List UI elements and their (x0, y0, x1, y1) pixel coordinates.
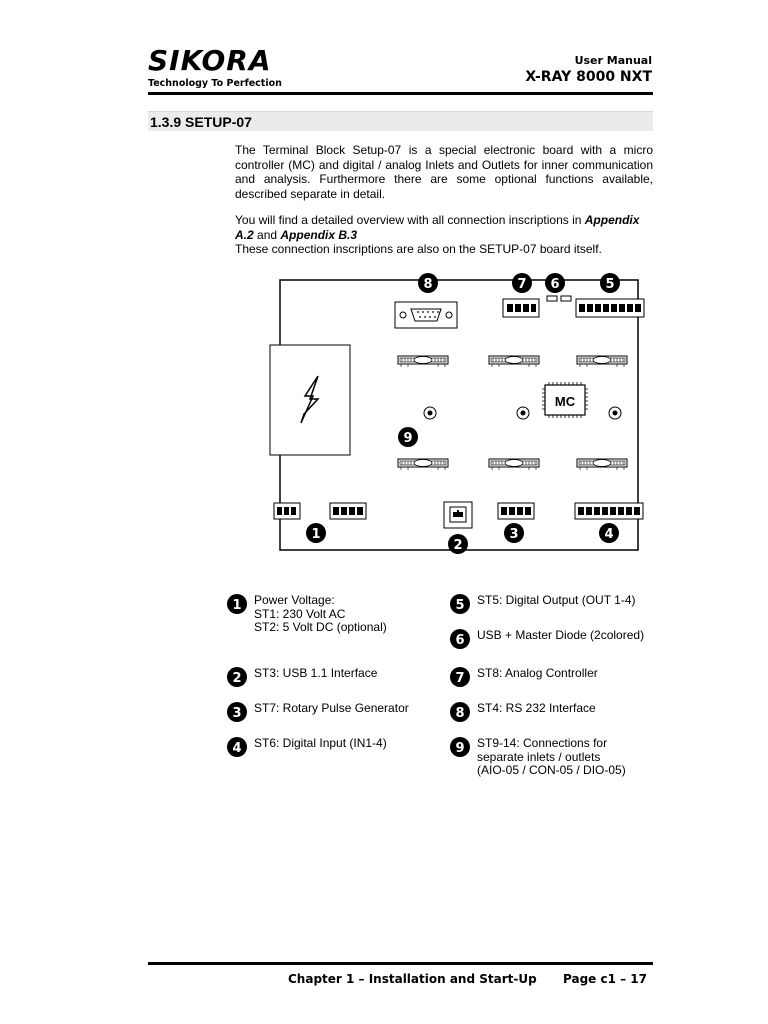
rs232-connector (394, 301, 458, 329)
legend-line: ST6: Digital Input (IN1-4) (254, 736, 387, 750)
legend-line: ST8: Analog Controller (477, 666, 598, 680)
svg-text:4: 4 (232, 741, 241, 756)
mc-chip: MC (542, 382, 588, 418)
svg-text:3: 3 (509, 527, 518, 542)
svg-text:7: 7 (517, 277, 526, 292)
legend-number-4: 4 (227, 737, 247, 757)
legend-text: ST5: Digital Output (OUT 1-4) (477, 593, 636, 608)
usb-master-diode (546, 295, 572, 302)
svg-text:6: 6 (455, 633, 464, 648)
st2-power-connector (329, 502, 367, 520)
legend-text: ST7: Rotary Pulse Generator (254, 701, 409, 716)
marker-2: 2 (448, 534, 468, 554)
st1-power-connector (273, 502, 301, 520)
legend-number-5: 5 (450, 594, 470, 614)
st5-output-connector (575, 298, 645, 318)
svg-text:1: 1 (311, 527, 320, 542)
legend-text: ST8: Analog Controller (477, 666, 598, 681)
mc-label: MC (555, 394, 576, 409)
legend-text: ST3: USB 1.1 Interface (254, 666, 378, 681)
legend-number-7: 7 (450, 667, 470, 687)
sikora-logo: SIKORA Technology To Perfection (148, 44, 282, 90)
document-header: User Manual X-RAY 8000 NXT (525, 54, 652, 85)
svg-text:7: 7 (455, 671, 464, 686)
svg-text:4: 4 (604, 527, 613, 542)
appendix-b3-link[interactable]: Appendix B.3 (280, 227, 358, 242)
svg-text:2: 2 (232, 671, 241, 686)
legend-number-8: 8 (450, 702, 470, 722)
marker-7: 7 (512, 273, 532, 293)
marker-6: 6 (545, 273, 565, 293)
legend-line: ST7: Rotary Pulse Generator (254, 701, 409, 715)
legend-number-2: 2 (227, 667, 247, 687)
header-rule (148, 92, 653, 95)
brand-tagline: Technology To Perfection (148, 78, 282, 89)
intro-paragraph: The Terminal Block Setup-07 is a special… (235, 143, 653, 201)
legend-line: (AIO-05 / CON-05 / DIO-05) (477, 763, 626, 777)
marker-9: 9 (398, 427, 418, 447)
svg-text:8: 8 (423, 277, 432, 292)
legend-line: ST4: RS 232 Interface (477, 701, 596, 715)
high-voltage-icon (300, 375, 320, 424)
board-note: These connection inscriptions are also o… (235, 242, 602, 256)
footer-rule (148, 962, 653, 965)
st8-analog-connector (502, 298, 540, 318)
legend-text: ST6: Digital Input (IN1-4) (254, 736, 387, 751)
svg-text:3: 3 (232, 706, 241, 721)
legend-text: ST4: RS 232 Interface (477, 701, 596, 716)
setup07-board-diagram: MC 8 7 6 5 9 1 2 3 4 (269, 273, 645, 554)
marker-5: 5 (600, 273, 620, 293)
model-name: X-RAY 8000 NXT (525, 69, 652, 85)
legend-number-1: 1 (227, 594, 247, 614)
legend-line: ST9-14: Connections for (477, 736, 608, 750)
legend-number-9: 9 (450, 737, 470, 757)
appendix-text: You will find a detailed overview with a… (235, 213, 585, 227)
appendix-and: and (253, 227, 281, 242)
svg-text:1: 1 (232, 598, 241, 613)
st3-usb-connector (443, 501, 473, 529)
svg-text:2: 2 (453, 538, 462, 553)
appendix-paragraph: You will find a detailed overview with a… (235, 213, 653, 242)
svg-text:5: 5 (455, 598, 464, 613)
st7-rotary-connector (497, 502, 535, 520)
appendix-a2-link[interactable]: Appendix A.2 (235, 213, 640, 242)
legend-line: separate inlets / outlets (477, 749, 601, 764)
legend-line: ST2: 5 Volt DC (optional) (254, 620, 387, 634)
marker-4: 4 (599, 523, 619, 543)
svg-text:8: 8 (455, 706, 464, 721)
legend-line: ST5: Digital Output (OUT 1-4) (477, 593, 636, 607)
legend-line: USB + Master Diode (2colored) (477, 628, 645, 642)
power-supply-block (269, 344, 351, 456)
legend-number-3: 3 (227, 702, 247, 722)
marker-8: 8 (418, 273, 438, 293)
legend-line: ST3: USB 1.1 Interface (254, 666, 378, 680)
manual-label: User Manual (574, 54, 652, 67)
marker-1: 1 (306, 523, 326, 543)
legend-line: ST1: 230 Volt AC (254, 606, 346, 621)
legend-line: Power Voltage: (254, 593, 335, 607)
svg-text:9: 9 (455, 741, 464, 756)
svg-text:9: 9 (403, 431, 412, 446)
legend-text: USB + Master Diode (2colored) (477, 628, 645, 643)
svg-text:5: 5 (605, 277, 614, 292)
footer-chapter: Chapter 1 – Installation and Start-Up (288, 972, 537, 986)
legend-number-6: 6 (450, 629, 470, 649)
st6-input-connector (574, 502, 644, 520)
footer-page: Page c1 – 17 (563, 972, 647, 986)
svg-text:6: 6 (550, 277, 559, 292)
section-title: 1.3.9 SETUP-07 (148, 111, 653, 131)
marker-3: 3 (504, 523, 524, 543)
brand-name: SIKORA (148, 44, 272, 77)
